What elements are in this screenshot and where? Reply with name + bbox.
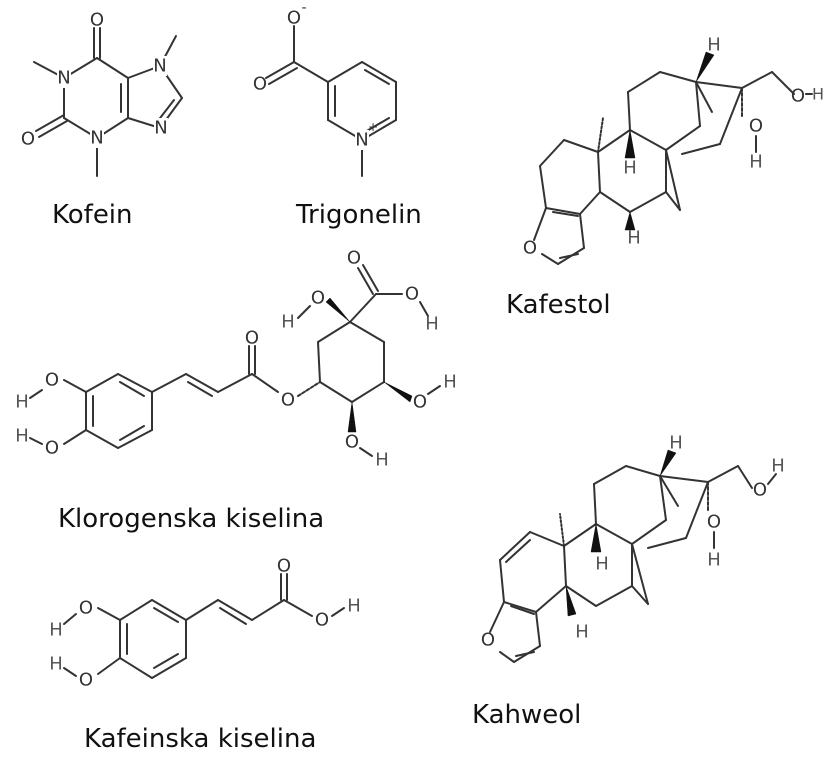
kahweol-h-mid-label: H [595, 554, 609, 575]
kahweol-h-ch2oh-label: H [771, 456, 785, 477]
trigonelline-o-label: O [253, 74, 267, 95]
caffeic-o4-label: O [79, 670, 93, 691]
structure-cafestol: H O H O H H H [523, 35, 824, 265]
caffeic-o3-label: O [79, 598, 93, 619]
caffeine-n3-label: N [90, 128, 103, 149]
cafestol-h-ch2oh-label: H [812, 85, 824, 104]
chlorogenic-h3-label: H [15, 392, 29, 413]
cafestol-h-low-label: H [627, 228, 641, 249]
caption-chlorogenic-acid: Klorogenska kiselina [58, 504, 325, 534]
chlorogenic-h4-label: H [15, 426, 29, 447]
chlorogenic-cooh-oh-o-label: O [405, 284, 419, 305]
trigonelline-n-label: N [355, 130, 368, 151]
cafestol-h-oh-label: H [749, 152, 763, 173]
structure-caffeic-acid: O H O H O O H [49, 556, 361, 691]
caption-caffeine: Kofein [52, 200, 133, 230]
caffeine-n9-label: N [154, 118, 167, 139]
cafestol-h-top-label: H [707, 35, 721, 56]
trigonelline-o-minus-label: O [287, 8, 301, 29]
chlorogenic-c1-o-label: O [311, 288, 325, 309]
structure-trigonelline: O - O N + [253, 0, 397, 177]
caffeic-h4-label: H [49, 654, 63, 675]
chlorogenic-o3-label: O [45, 370, 59, 391]
cafestol-o-oh-label: O [749, 116, 763, 137]
structure-caffeine: N N N N O O [21, 10, 183, 177]
kahweol-h-top-label: H [669, 433, 683, 454]
caption-cafestol: Kafestol [506, 290, 611, 320]
caffeic-carbonyl-o-label: O [277, 556, 291, 577]
kahweol-furan-o-label: O [481, 630, 495, 651]
kahweol-o-oh-label: O [707, 512, 721, 533]
kahweol-o-ch2oh-label: O [753, 480, 767, 501]
structure-kahweol: H O H O H H H [481, 433, 785, 663]
trigonelline-minus-charge: - [301, 0, 306, 16]
chlorogenic-cooh-h-label: H [425, 314, 439, 335]
chlorogenic-c4-h-label: H [375, 450, 389, 471]
caffeic-oh-o-label: O [315, 610, 329, 631]
caffeine-n1-label: N [57, 68, 70, 89]
chlorogenic-c5-h-label: H [443, 372, 457, 393]
cafestol-o-ch2oh-label: O [791, 86, 805, 107]
cafestol-h-mid-label: H [623, 158, 637, 179]
caffeine-o6-label: O [90, 10, 104, 31]
caption-trigonelline: Trigonelin [296, 200, 422, 230]
cafestol-furan-o-label: O [523, 238, 537, 259]
caffeic-oh-h-label: H [347, 596, 361, 617]
trigonelline-plus-charge: + [368, 120, 378, 134]
chlorogenic-c5-o-label: O [413, 392, 427, 413]
kahweol-h-oh-label: H [707, 550, 721, 571]
caffeine-o2-label: O [21, 129, 35, 150]
kahweol-h-low-label: H [575, 622, 589, 643]
chlorogenic-c1-h-label: H [281, 312, 295, 333]
caffeine-n7-label: N [153, 56, 166, 77]
structure-chlorogenic-acid: O H O H O O O O H O [15, 248, 457, 471]
chlorogenic-c4-o-label: O [345, 432, 359, 453]
chlorogenic-cooh-o-label: O [347, 248, 361, 269]
chlorogenic-ester-o-label: O [281, 390, 295, 411]
caffeic-h3-label: H [49, 620, 63, 641]
chlorogenic-o4-label: O [45, 438, 59, 459]
caption-kahweol: Kahweol [472, 700, 582, 730]
chlorogenic-ester-o-carbonyl-label: O [245, 328, 259, 349]
caption-caffeic-acid: Kafeinska kiselina [84, 724, 317, 754]
